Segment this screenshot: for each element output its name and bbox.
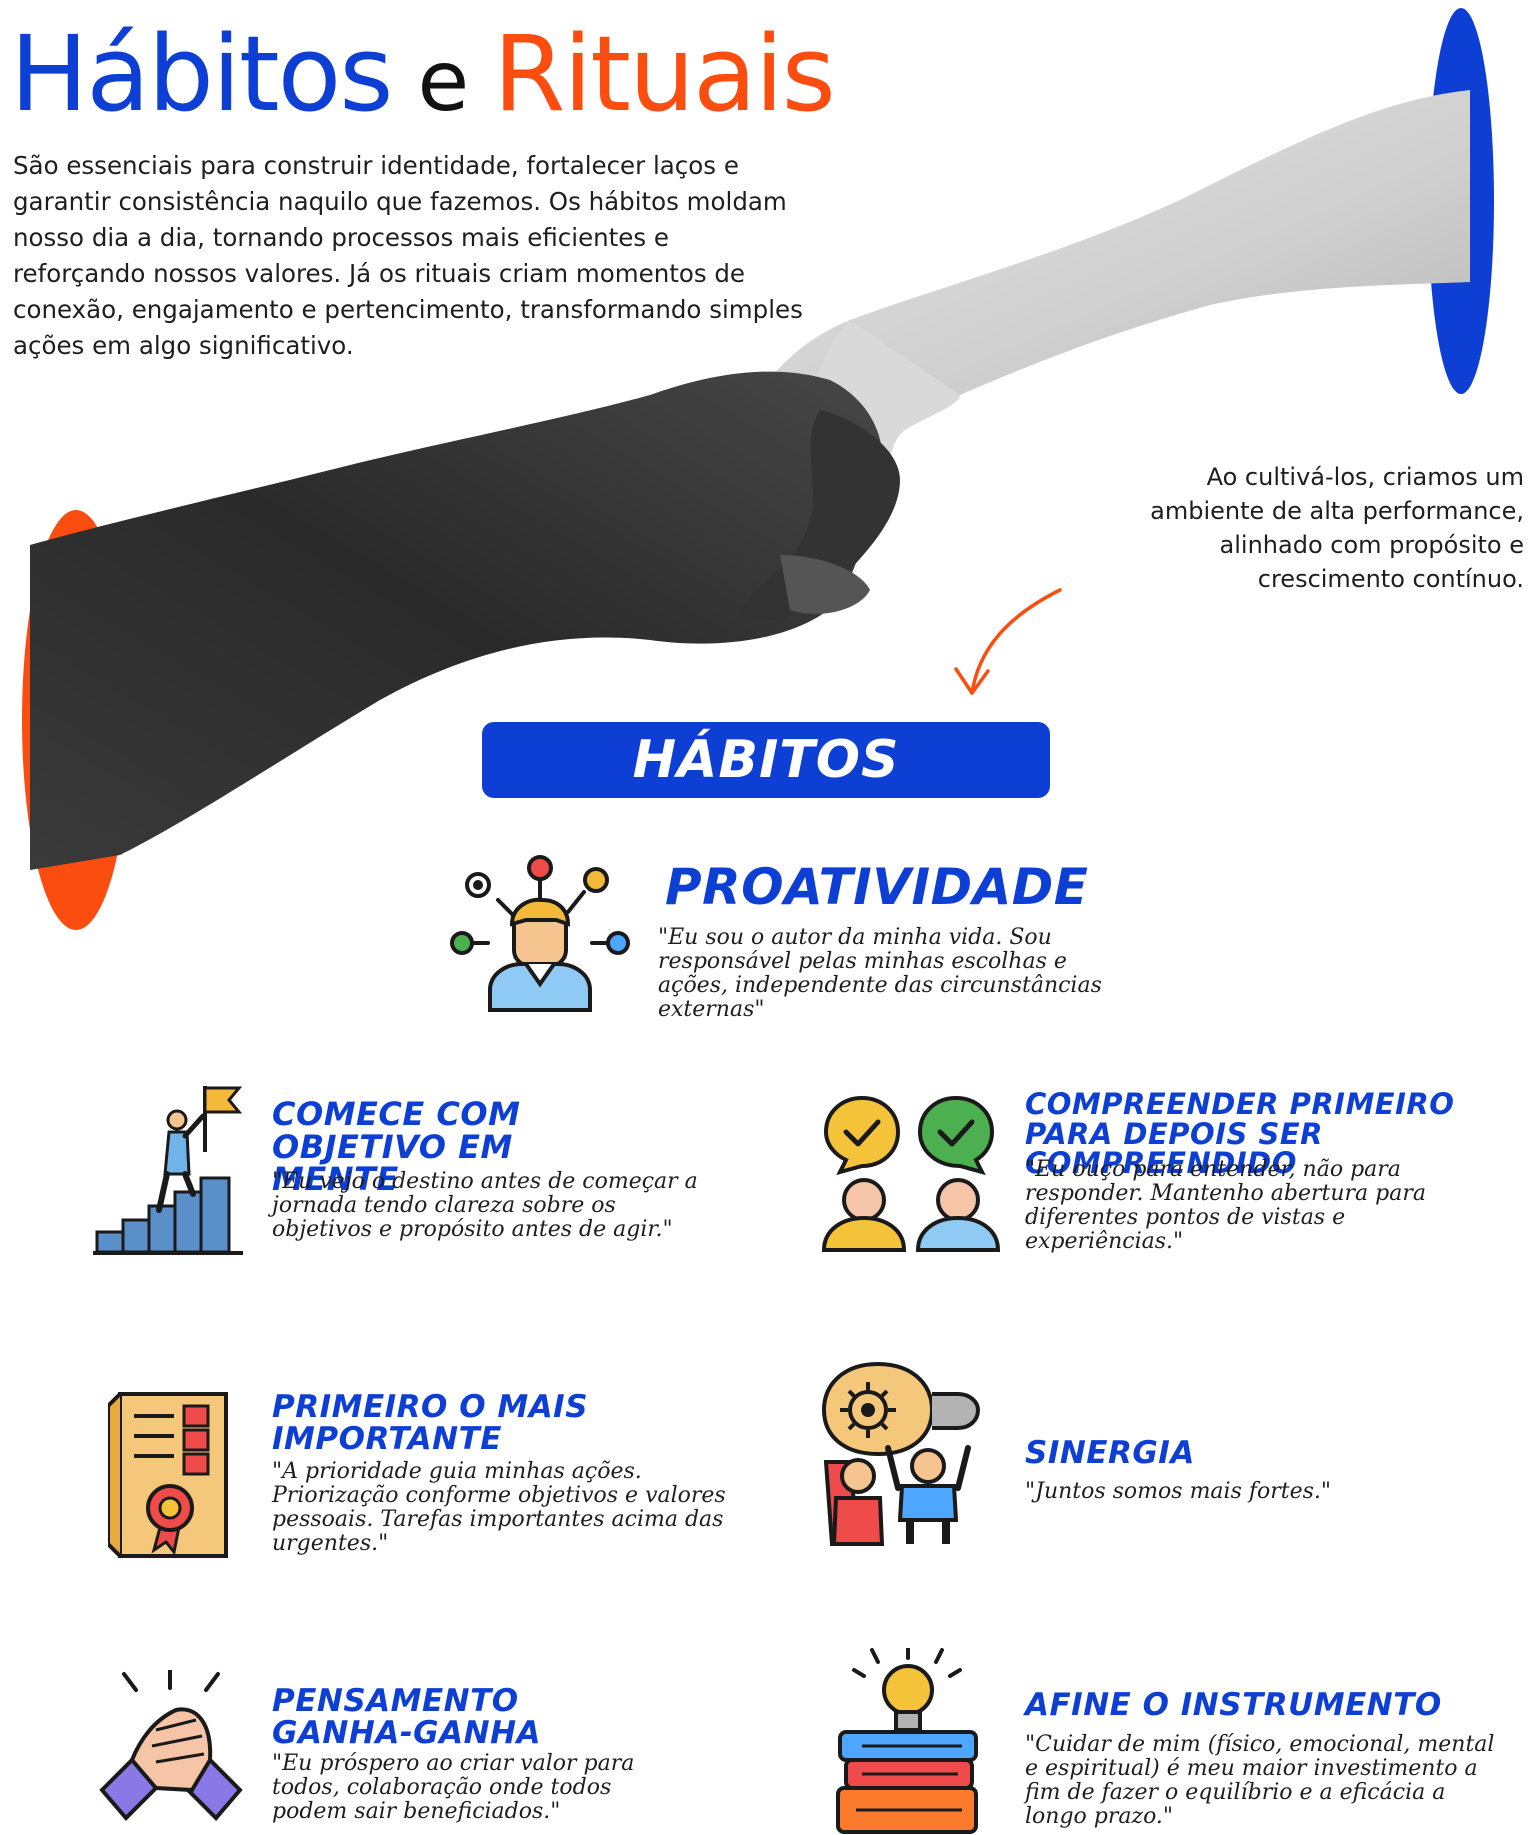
summit-flag-icon xyxy=(93,1086,243,1255)
two-people-check-icon xyxy=(821,1095,1001,1252)
proatividade-title: PROATIVIDADE xyxy=(665,858,1089,916)
team-lightbulb-icon xyxy=(821,1361,981,1546)
sinergia-title: SINERGIA xyxy=(1025,1435,1195,1471)
title-connector: e xyxy=(417,32,469,130)
person-network-icon xyxy=(450,855,630,1012)
holding-hands-image xyxy=(30,90,1470,870)
objetivo-title: COMECE COM OBJETIVO EM MENTE xyxy=(272,1095,521,1199)
title-rituais: Rituais xyxy=(493,13,836,135)
ganha-title: PENSAMENTO GANHA-GANHA xyxy=(272,1683,541,1751)
certificate-checklist-icon xyxy=(108,1392,228,1558)
objetivo-quote: "Eu vejo o destino antes de começar a jo… xyxy=(272,1169,698,1242)
primeiro-title: PRIMEIRO O MAIS IMPORTANTE xyxy=(272,1389,589,1457)
habitos-banner: HÁBITOS xyxy=(482,722,1050,798)
compreender-title: COMPREENDER PRIMEIRO PARA DEPOIS SER COM… xyxy=(1025,1087,1455,1181)
ganha-quote: "Eu próspero ao criar valor para todos, … xyxy=(272,1751,635,1824)
afine-quote: "Cuidar de mim (físico, emocional, menta… xyxy=(1025,1732,1495,1829)
sinergia-quote: "Juntos somos mais fortes." xyxy=(1025,1479,1332,1504)
side-paragraph: Ao cultivá-los, criamos um ambiente de a… xyxy=(1150,463,1524,593)
books-lightbulb-icon xyxy=(836,1648,978,1834)
handshake-icon xyxy=(99,1670,243,1821)
compreender-quote: "Eu ouço para entender, não para respond… xyxy=(1025,1157,1426,1254)
afine-title: AFINE O INSTRUMENTO xyxy=(1025,1687,1442,1723)
banner-label: HÁBITOS xyxy=(632,730,900,790)
curved-arrow-icon xyxy=(954,588,1062,695)
intro-paragraph: São essenciais para construir identidade… xyxy=(13,151,803,360)
proatividade-quote: "Eu sou o autor da minha vida. Sou respo… xyxy=(658,925,1102,1022)
primeiro-quote: "A prioridade guia minhas ações. Prioriz… xyxy=(272,1459,726,1556)
title-habitos: Hábitos xyxy=(10,13,393,135)
